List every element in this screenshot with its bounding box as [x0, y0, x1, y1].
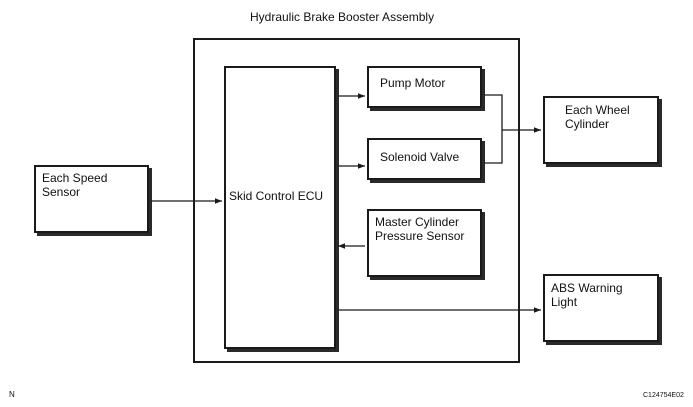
master-cylinder-pressure-sensor-label: Master Cylinder Pressure Sensor — [375, 215, 465, 243]
line-pump-motor-to-bus — [484, 94, 503, 164]
each-speed-sensor-label: Each Speed Sensor — [42, 171, 108, 199]
solenoid-valve-block: Solenoid Valve — [367, 138, 482, 180]
each-wheel-cylinder-block: Each Wheel Cylinder — [543, 96, 659, 164]
pump-motor-block: Pump Motor — [367, 66, 482, 108]
solenoid-valve-label: Solenoid Valve — [380, 150, 460, 164]
each-speed-sensor-block: Each Speed Sensor — [34, 165, 149, 233]
pump-motor-label: Pump Motor — [380, 76, 446, 90]
skid-control-ecu-label: Skid Control ECU — [229, 189, 324, 203]
diagram-title: Hydraulic Brake Booster Assembly — [250, 10, 435, 24]
master-cylinder-pressure-sensor-block: Master Cylinder Pressure Sensor — [367, 209, 482, 277]
corner-code-right: C124754E02 — [643, 392, 684, 399]
abs-warning-light-block: ABS Warning Light — [543, 274, 659, 342]
corner-code-left: N — [9, 390, 15, 399]
abs-warning-light-label: ABS Warning Light — [551, 281, 623, 309]
each-wheel-cylinder-label: Each Wheel Cylinder — [565, 103, 630, 131]
skid-control-ecu-block: Skid Control ECU — [224, 66, 336, 349]
